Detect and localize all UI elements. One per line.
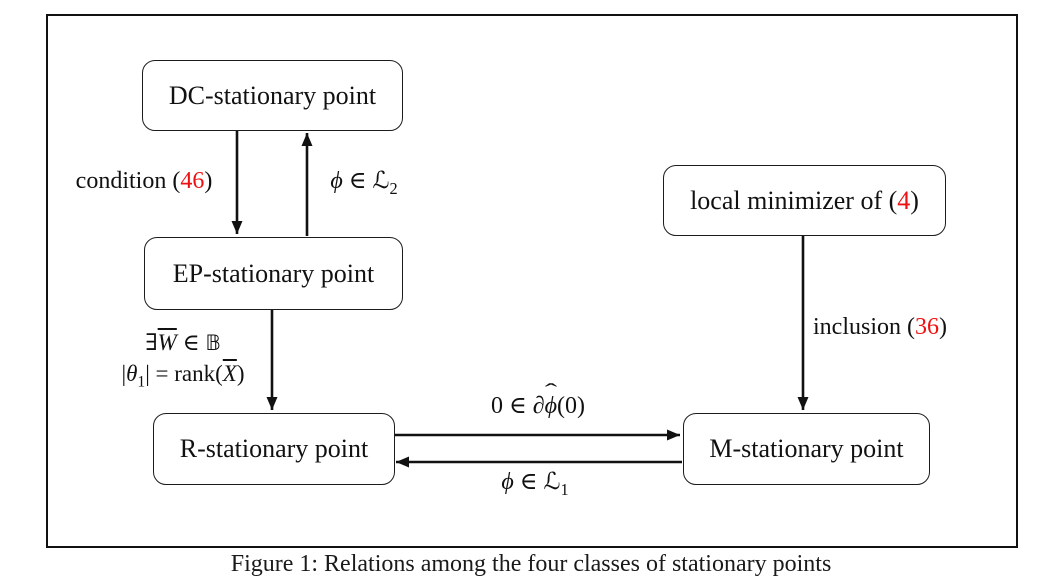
exists-symbol: ∃ [145, 330, 158, 355]
edge-label-ep-to-r-conditions: ∃W ∈ 𝔹 |θ1| = rank(X) [96, 327, 270, 391]
node-ep-stationary-point: EP-stationary point [144, 237, 403, 310]
node-local-minimizer-label: local minimizer of (4) [690, 186, 919, 216]
blackboard-b-symbol: 𝔹 [205, 330, 221, 355]
node-r-stationary-point: R-stationary point [153, 413, 395, 485]
element-of-symbol: ∈ [342, 168, 373, 194]
inclusion-ref-number: 36 [915, 314, 939, 340]
node-m-stationary-point: M-stationary point [683, 413, 930, 485]
local-minimizer-close-paren: ) [910, 185, 919, 215]
script-l-symbol: ℒ [372, 166, 390, 194]
edge-label-phi-in-L1: ϕ ∈ ℒ1 [455, 467, 615, 497]
phi-symbol: ϕ [501, 469, 514, 495]
subscript-2: 2 [389, 178, 398, 198]
node-dc-label: DC-stationary point [168, 80, 377, 110]
phi-symbol: ϕ [544, 393, 558, 419]
of-zero-text: (0) [557, 393, 586, 419]
local-minimizer-text: local minimizer of ( [690, 185, 898, 215]
hat-accent: ˆ [544, 379, 557, 404]
figure-border-frame [46, 14, 1018, 548]
edge-label-condition-46: condition (46) [58, 166, 230, 196]
zero-element-of-text: 0 ∈ [490, 393, 533, 419]
figure-caption: Figure 1: Relations among the four class… [230, 551, 832, 577]
partial-symbol: ∂ [532, 393, 545, 419]
script-l-symbol: ℒ [543, 467, 561, 495]
inclusion-text: inclusion ( [813, 314, 915, 340]
condition-text: condition ( [75, 168, 181, 194]
phi-symbol: ϕ [330, 168, 343, 194]
theta-symbol: θ [126, 361, 138, 386]
subscript-1: 1 [560, 479, 569, 499]
node-r-label: R-stationary point [179, 434, 369, 463]
edge-label-inclusion-36: inclusion (36) [813, 312, 983, 342]
element-of-symbol: ∈ [176, 330, 206, 355]
node-ep-label: EP-stationary point [172, 258, 375, 288]
inclusion-close-paren: ) [939, 314, 947, 340]
subscript-1: 1 [137, 373, 146, 391]
exists-w-in-bb-line: ∃W ∈ 𝔹 [96, 327, 270, 358]
x-bar-variable: X [222, 361, 237, 386]
node-dc-stationary-point: DC-stationary point [142, 60, 403, 131]
close-paren: ) [236, 361, 245, 386]
condition-close-paren: ) [204, 168, 213, 194]
equals-rank-text: | = rank( [145, 361, 223, 386]
local-minimizer-ref-number: 4 [897, 185, 911, 215]
element-of-symbol: ∈ [513, 469, 544, 495]
condition-ref-number: 46 [180, 168, 205, 194]
abs-bar-open: | [121, 361, 127, 386]
w-bar-variable: W [157, 330, 177, 355]
node-m-label: M-stationary point [709, 434, 904, 463]
edge-label-phi-in-L2: ϕ ∈ ℒ2 [316, 166, 412, 196]
node-local-minimizer: local minimizer of (4) [663, 165, 946, 236]
theta-rank-line: |θ1| = rank(X) [96, 358, 270, 391]
